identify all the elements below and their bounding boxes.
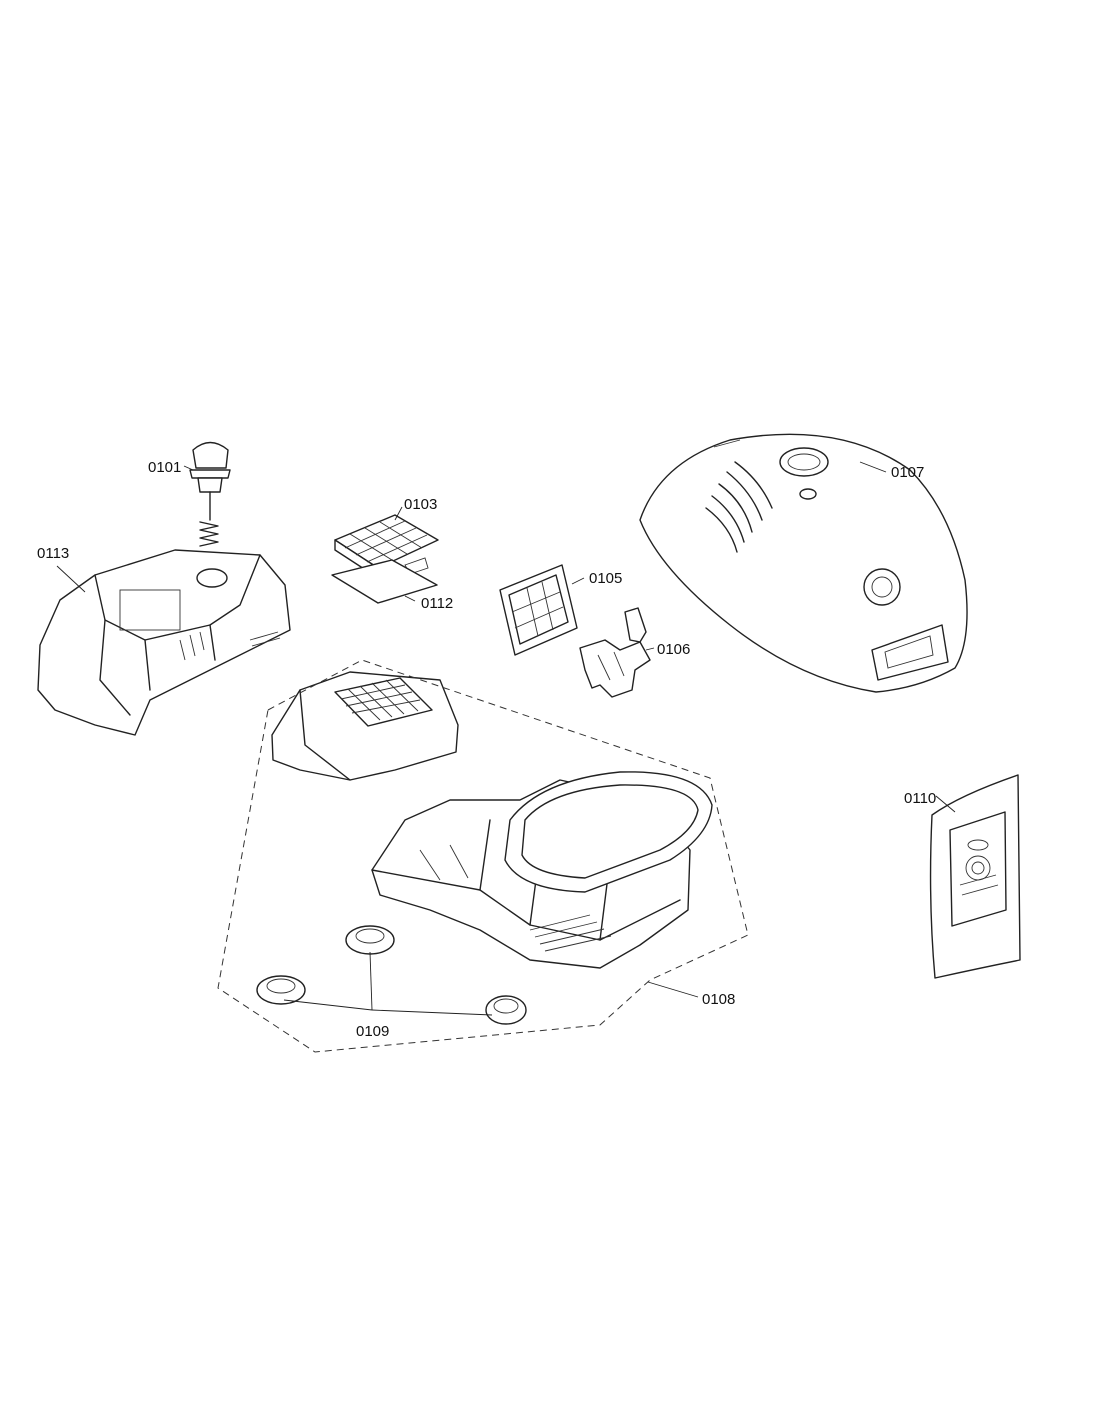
part-0112-filter-pad xyxy=(331,559,438,604)
label-0105: 0105 xyxy=(589,570,622,587)
assembly-boundary xyxy=(217,659,749,1053)
leader-lines xyxy=(56,461,956,1016)
part-0110-dust-bag xyxy=(929,774,1021,979)
label-0107: 0107 xyxy=(891,464,924,481)
part-0108-lower-body xyxy=(271,671,713,969)
part-0105-filter-frame xyxy=(499,564,578,656)
label-0108: 0108 xyxy=(702,991,735,1008)
part-0113-rear-housing xyxy=(37,549,291,736)
part-0107-top-cover xyxy=(639,433,968,693)
label-0112: 0112 xyxy=(421,595,453,612)
label-0101: 0101 xyxy=(148,459,181,476)
label-0106: 0106 xyxy=(657,641,690,658)
part-0101-button xyxy=(189,441,231,547)
label-0109: 0109 xyxy=(356,1023,389,1040)
part-0106-bag-holder xyxy=(579,607,651,698)
label-0110: 0110 xyxy=(904,790,936,807)
label-0113: 0113 xyxy=(37,545,69,562)
label-0103: 0103 xyxy=(404,496,437,513)
part-0109-wheels xyxy=(256,925,527,1025)
spring-icon xyxy=(199,521,219,547)
